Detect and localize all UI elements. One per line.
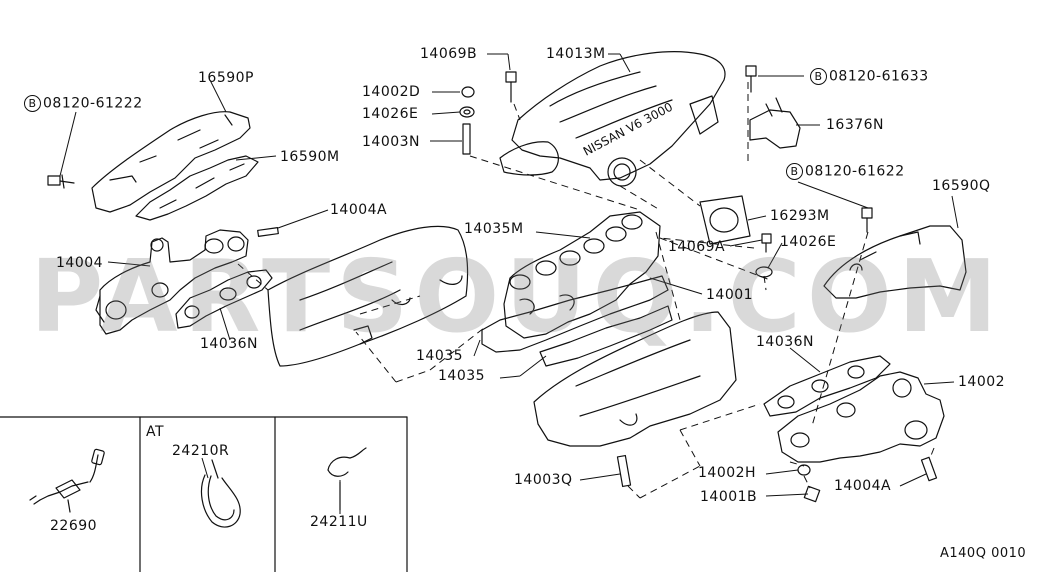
- stud-14004A-top: [257, 227, 279, 237]
- clamp-24210R: [200, 459, 241, 528]
- heat-shield-16590P: [91, 111, 251, 213]
- label-14035-a: 14035: [416, 348, 464, 364]
- gasket-14036N-right: [763, 355, 891, 417]
- label-24210R: 24210R: [172, 443, 230, 459]
- bolt-b-icon: B: [810, 68, 827, 85]
- stud-14004A-bottom: [920, 456, 938, 482]
- label-14035-b: 14035: [438, 368, 486, 384]
- stud-14003Q: [616, 454, 632, 488]
- bracket-16376N: [749, 97, 801, 149]
- plenum-lettering: NISSAN V6 3000: [581, 100, 675, 159]
- clip-24211U: [327, 447, 367, 511]
- exhaust-manifold-14002: [777, 371, 945, 463]
- oxygen-sensor-22690: [29, 448, 105, 513]
- label-14069A: 14069A: [668, 239, 726, 255]
- label-14026E: 14026E: [362, 106, 419, 122]
- label-14002: 14002: [958, 374, 1006, 390]
- intake-plenum-14013M: [499, 51, 726, 187]
- gasket-14036N-left: [175, 269, 273, 329]
- label-14004A-top: 14004A: [330, 202, 388, 218]
- label-14001: 14001: [706, 287, 754, 303]
- bolt-08120-61622: [861, 207, 873, 233]
- label-24211U: 24211U: [310, 514, 368, 530]
- label-16376N: 16376N: [826, 117, 885, 133]
- bolt-b-icon: B: [786, 163, 803, 180]
- label-14002H: 14002H: [698, 465, 757, 481]
- heat-shield-16590Q: [823, 225, 967, 299]
- label-22690: 22690: [50, 518, 98, 534]
- nut-14002H: [797, 464, 811, 476]
- label-14036N-right: 14036N: [756, 334, 815, 350]
- label-16590P: 16590P: [198, 70, 254, 86]
- intake-manifold-14035M: [503, 211, 661, 339]
- inset-frame: [0, 416, 408, 572]
- label-14069B: 14069B: [420, 46, 478, 62]
- label-14035M: 14035M: [464, 221, 524, 237]
- stud-14003N: [462, 123, 471, 155]
- bolt-14069B: [505, 71, 517, 103]
- intake-gasket-14035: [481, 275, 673, 367]
- bolt-08120-61222: [47, 174, 75, 189]
- exhaust-manifold-14004: [95, 229, 249, 335]
- washer-14026E-lower: [755, 266, 773, 278]
- bolt-08120-61633: [745, 65, 757, 93]
- label-16293M: 16293M: [770, 208, 830, 224]
- heat-shield-16590M: [135, 155, 259, 221]
- label-14001B: 14001B: [700, 489, 758, 505]
- label-14003N: 14003N: [362, 134, 421, 150]
- nut-14002D: [461, 86, 475, 98]
- gasket-16293M: [699, 195, 751, 245]
- diagram-code: A140Q 0010: [940, 546, 1027, 561]
- bolt-b-icon: B: [24, 95, 41, 112]
- bolt-14069A: [761, 233, 772, 253]
- label-14004A-bottom: 14004A: [834, 478, 892, 494]
- label-14004: 14004: [56, 255, 104, 271]
- label-14036N-left: 14036N: [200, 336, 259, 352]
- washer-14026E: [459, 106, 475, 118]
- cylinder-head-left: [267, 225, 469, 367]
- label-16590M: 16590M: [280, 149, 340, 165]
- label-14013M: 14013M: [546, 46, 606, 62]
- label-16590Q: 16590Q: [932, 178, 991, 194]
- label-at: AT: [146, 424, 165, 440]
- label-14026E-lower: 14026E: [780, 234, 837, 250]
- label-14003Q: 14003Q: [514, 472, 573, 488]
- label-14002D: 14002D: [362, 84, 421, 100]
- nut-14001B: [803, 485, 821, 503]
- cylinder-head-right: [533, 311, 737, 447]
